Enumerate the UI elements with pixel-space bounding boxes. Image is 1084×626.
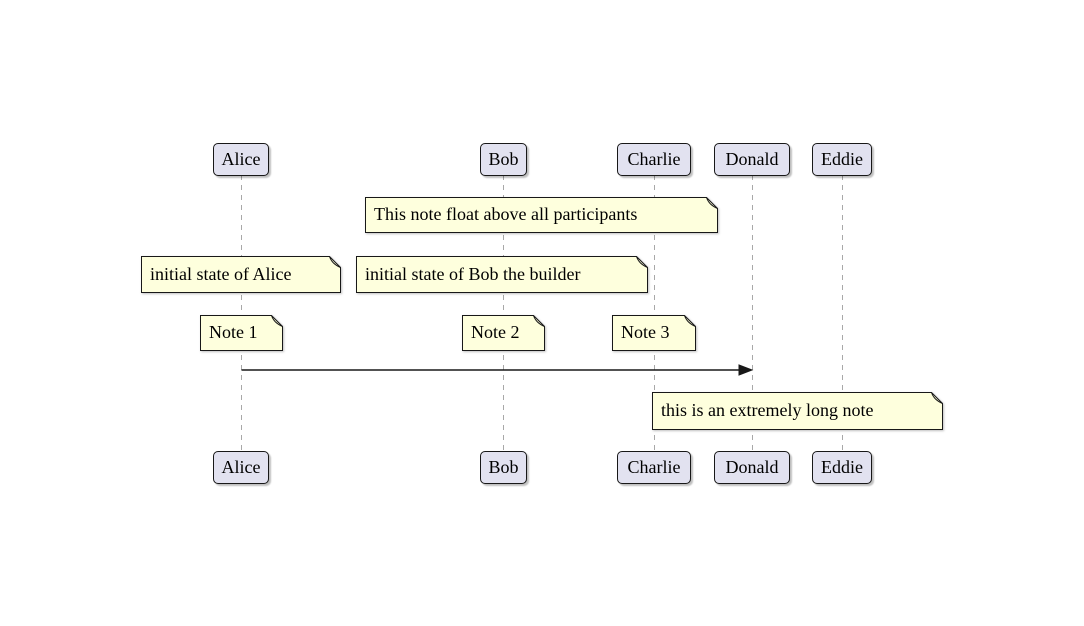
participant-top-alice: Alice [213, 143, 269, 176]
participant-top-charlie: Charlie [617, 143, 691, 176]
note-body [462, 315, 545, 351]
note-fold-icon [329, 256, 341, 268]
note-text: Note 1 [209, 322, 258, 342]
note-fold-icon [533, 315, 545, 327]
arrowhead-icon [738, 364, 754, 376]
note-text: initial state of Alice [150, 263, 292, 284]
lifeline-donald [752, 175, 753, 451]
note-initial-state-alice: initial state of Alice [141, 256, 341, 293]
note-text: This note float above all participants [374, 204, 638, 224]
note-fold-icon [931, 392, 943, 404]
participant-bottom-alice: Alice [213, 451, 269, 484]
note-shape [200, 315, 283, 351]
note-shape [652, 392, 943, 430]
note-body [365, 197, 718, 233]
note-body [200, 315, 283, 351]
note-body [652, 392, 943, 430]
note-shape [612, 315, 696, 351]
note-shape [365, 197, 718, 233]
message-arrow-alice-to-donald [241, 364, 754, 376]
note-shape [462, 315, 545, 351]
participant-top-bob: Bob [480, 143, 527, 176]
note-text: initial state of Bob the builder [365, 263, 581, 284]
note-body [356, 256, 648, 293]
lifeline-bob [503, 175, 504, 451]
lifeline-eddie [842, 175, 843, 451]
participant-bottom-donald: Donald [714, 451, 790, 484]
note-fold-icon [706, 197, 718, 209]
note-initial-state-bob: initial state of Bob the builder [356, 256, 648, 293]
note-fold-icon [271, 315, 283, 327]
participant-bottom-charlie: Charlie [617, 451, 691, 484]
note-2: Note 2 [462, 315, 545, 351]
note-text: this is an extremely long note [661, 400, 874, 420]
note-text: Note 3 [621, 322, 670, 342]
note-text: Note 2 [471, 322, 520, 342]
lifeline-alice [241, 175, 242, 451]
note-fold-icon [636, 256, 648, 268]
note-body [612, 315, 696, 351]
participant-top-eddie: Eddie [812, 143, 872, 176]
note-body [141, 256, 341, 293]
note-shape [141, 256, 341, 293]
note-extremely-long: this is an extremely long note [652, 392, 943, 430]
note-3: Note 3 [612, 315, 696, 351]
note-1: Note 1 [200, 315, 283, 351]
note-float-above-participants: This note float above all participants [365, 197, 718, 233]
participant-bottom-eddie: Eddie [812, 451, 872, 484]
note-fold-icon [684, 315, 696, 327]
lifeline-charlie [654, 175, 655, 451]
note-shape [356, 256, 648, 293]
participant-top-donald: Donald [714, 143, 790, 176]
participant-bottom-bob: Bob [480, 451, 527, 484]
